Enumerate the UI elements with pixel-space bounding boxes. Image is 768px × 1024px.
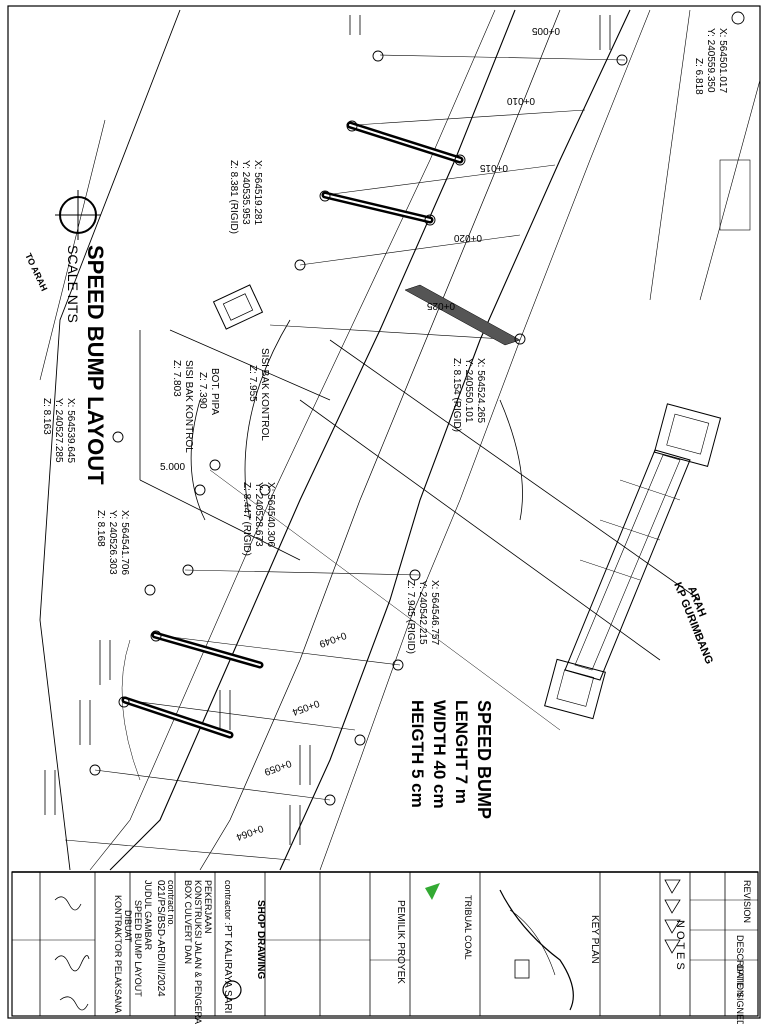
coord-y: Y: 240535.953 [240,160,251,225]
coord-z: Z: 8.154 (RIGID) [451,358,462,432]
contractor-logo-icon [222,980,242,1000]
coord-z: Z: 8.163 [41,398,52,435]
drawing-title-value: SPEED BUMP LAYOUT [133,900,143,997]
signature-icon [59,996,89,1011]
coord-x: X: 564546.757 [429,580,440,645]
coordinate-callouts: X: 564501.017 Y: 240559.350 Z: 6.818 X: … [41,28,728,654]
plan-view [39,9,761,871]
contractor-label: contractor : [223,880,233,925]
notes-heading: N O T E S [674,920,686,970]
station-label: 0+049 [317,629,348,649]
speed-bump-height: HEIGTH 5 cm [408,700,427,808]
coord-x: X: 564540.306 [265,482,276,547]
minor-labels [44,15,611,845]
consultant-name: KONTRAKTOR PELAKSANA [113,895,123,1013]
speed-bump-width: WIDTH 40 cm [430,700,449,809]
coord-z: Z: 6.818 [693,58,704,95]
station-label: 0+005 [531,25,560,36]
speed-bump-marks [121,121,464,739]
coord-y: Y: 240528.673 [253,482,264,547]
north-arrow-icon [55,190,101,240]
drawing-scale: SCALE NTS [65,245,81,323]
sisi-bak-z: Z: 7.955 [247,365,258,402]
plan-annotations: SISI BAK KONTROL Z: 7.955 BOT. PIPA Z: 7… [160,348,270,473]
revision-heading: REVISION [742,880,752,923]
station-labels: 0+005 0+010 0+015 0+020 0+025 0+049 0+05… [234,25,560,842]
bot-pipa-label: BOT. PIPA [209,368,220,415]
coord-y: Y: 240550.101 [463,358,474,423]
sisi-bak-label: SISI BAK KONTROL [259,348,270,441]
title-block-text: N O T E S REVISION DESCRIPTION DATE SIGN… [113,880,752,1024]
project-line1: KONSTRUKSI JALAN & PENGERASAN DAN [193,880,203,1024]
signature-icon [54,955,90,972]
contractor-name: PT KALIRAYA SARI [222,925,233,1013]
title-block [11,871,759,1017]
speed-bump-heading: SPEED BUMP [474,700,494,819]
coord-z: Z: 8.381 (RIGID) [228,160,239,234]
station-label: 0+064 [234,822,265,842]
coord-x: X: 564501.017 [717,28,728,93]
contract-number: 021/PS/BSD-ARD/III/2024 [155,880,166,997]
station-label: 0+059 [262,757,293,777]
owner-name: TRIBUAL COAL [463,895,473,960]
coord-z: Z: 8.447 (RIGID) [241,482,252,556]
station-label: 0+054 [290,697,321,717]
consultant-label: DIBUAT [123,910,133,943]
coord-y: Y: 240542.215 [417,580,428,645]
speed-bump-spec: SPEED BUMP LENGHT 7 m WIDTH 40 cm HEIGTH… [408,700,494,819]
shop-drawing-label: SHOP DRAWING [255,900,266,979]
project-line2: BOX CULVERT DAN [183,880,193,964]
signature-icon [54,896,82,911]
speed-bump-length: LENGHT 7 m [452,700,471,804]
bot-pipa-z: Z: 7.390 [197,372,208,409]
coord-y: Y: 240527.285 [53,398,64,463]
station-label: 0+010 [506,95,535,106]
project-label: PEKERJAAN [203,880,213,934]
coord-y: Y: 240526.303 [107,510,118,575]
sisi-bak-2-z: Z: 7.803 [171,360,182,397]
coord-x: X: 564524.265 [475,358,486,423]
sisi-bak-2-label: SISI BAK KONTROL [183,360,194,453]
owner-label: PEMILIK PROYEK [395,900,406,984]
dimension-label: 5.000 [160,462,185,473]
revision-sign: SIGNED [735,992,745,1024]
owner-logo-icon [425,883,440,900]
drawing-title-label: JUDUL GAMBAR [143,880,153,951]
revision-desc: DESCRIPTION [735,935,745,997]
survey-points [89,11,745,806]
coord-y: Y: 240559.350 [705,28,716,93]
station-label: 0+020 [453,232,482,243]
coord-z: Z: 8.168 [95,510,106,547]
coord-x: X: 564541.706 [119,510,130,575]
contract-label: contract no. [166,880,176,927]
direction-label: ARAH KP GURIMBANG [671,581,715,666]
drawing-title: SPEED BUMP LAYOUT [83,245,108,485]
revision-date: DATE [735,965,745,988]
key-plan-heading: KEY PLAN [589,915,600,964]
coord-z: Z: 7.945 (RIGID) [405,580,416,654]
station-label: 0+015 [479,162,508,173]
to-arah-label: TO ARAH [23,252,49,293]
coord-x: X: 564539.645 [65,398,76,463]
coord-x: X: 564519.281 [252,160,263,225]
sheet-border [7,5,761,1019]
station-label: 0+025 [426,300,455,311]
bridge-structure [544,403,722,720]
